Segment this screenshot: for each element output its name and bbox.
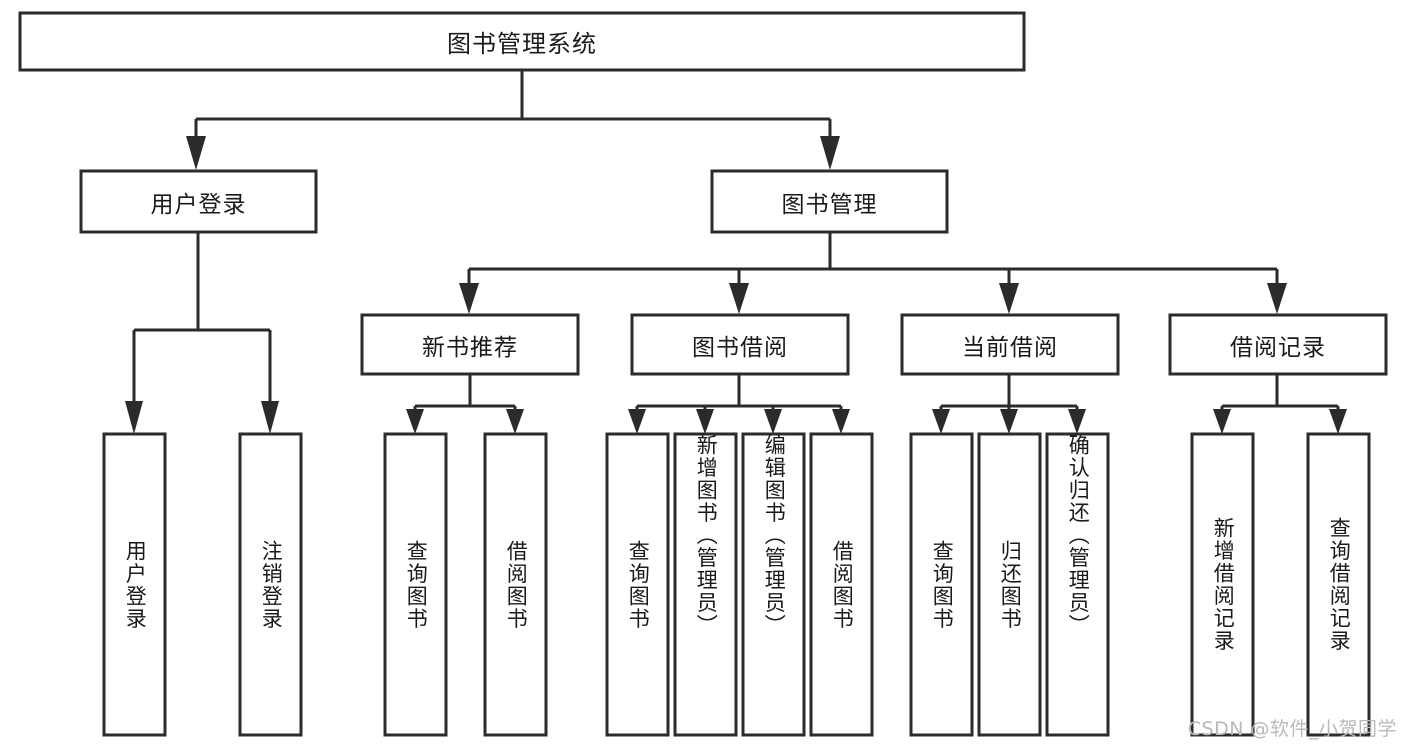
arrow-head-to-user-login [186,136,206,170]
arrow-head-userlogin-leaf-2 [261,401,279,434]
arrow-head-newbook-leaf-1 [406,409,424,434]
node-box-current-borrow[interactable] [900,313,1120,376]
arrow-head-to-borrow-record [1267,283,1287,314]
arrow-head-borrowrecord-leaf-2 [1329,409,1347,434]
node-box-leaf-borrow-book-1[interactable] [483,432,548,737]
arrow-head-bookborrow-leaf-4 [832,409,850,434]
arrow-head-newbook-leaf-2 [506,409,524,434]
node-box-leaf-borrow-book-2[interactable] [809,432,874,737]
node-box-leaf-query-book-2[interactable] [605,432,670,737]
node-box-leaf-add-record[interactable] [1190,432,1255,737]
node-box-leaf-query-record[interactable] [1306,432,1371,737]
node-box-leaf-logout[interactable] [238,432,303,737]
arrow-head-currentborrow-leaf-1 [932,409,950,434]
arrow-head-to-current-borrow [999,283,1019,314]
connector-group-root-to-level2 [186,70,840,170]
connector-group-currentborrow-to-leaves [932,374,1086,434]
connector-group-borrowrecord-to-leaves [1213,374,1347,434]
connector-group-newbook-to-leaves [406,374,524,434]
arrow-head-bookborrow-leaf-1 [628,409,646,434]
arrow-head-bookborrow-leaf-2 [696,409,714,434]
node-box-user-login[interactable] [79,169,318,234]
node-box-leaf-edit-book[interactable] [741,432,806,737]
arrow-head-currentborrow-leaf-3 [1068,409,1086,434]
arrow-head-userlogin-leaf-1 [125,401,143,434]
arrow-head-to-book-mgmt [820,136,840,170]
arrow-head-borrowrecord-leaf-1 [1213,409,1231,434]
node-box-leaf-query-book-3[interactable] [909,432,974,737]
node-box-borrow-record[interactable] [1168,313,1388,376]
node-box-root[interactable] [18,11,1026,72]
arrow-head-currentborrow-leaf-2 [1000,409,1018,434]
node-box-leaf-add-book[interactable] [673,432,738,737]
connector-group-bookborrow-to-leaves [628,374,850,434]
node-box-leaf-query-book-1[interactable] [383,432,448,737]
node-box-book-management[interactable] [710,169,949,234]
node-box-leaf-confirm-return[interactable] [1045,432,1110,737]
arrow-head-to-new-book [459,283,479,314]
node-box-leaf-user-login[interactable] [102,432,167,737]
node-box-leaf-return-book[interactable] [977,432,1042,737]
connector-group-bookmgmt-to-level3 [459,232,1287,314]
arrow-head-bookborrow-leaf-3 [764,409,782,434]
node-box-book-borrow[interactable] [630,313,850,376]
arrow-head-to-book-borrow [729,283,749,314]
node-box-new-book-recommend[interactable] [360,313,580,376]
connector-group-userlogin-to-leaves [125,232,279,434]
